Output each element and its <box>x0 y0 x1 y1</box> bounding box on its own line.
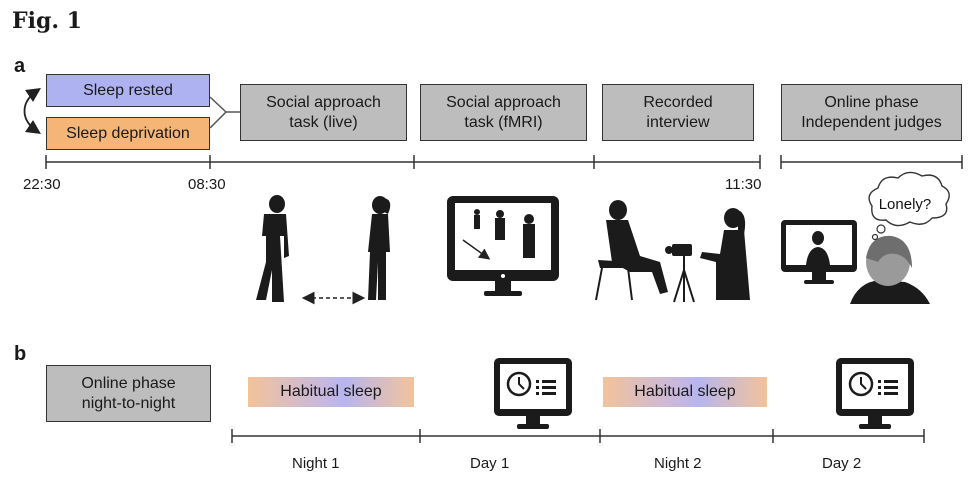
lonely-bubble-text: Lonely? <box>879 196 932 213</box>
recorded-interview-box: Recorded interview <box>602 84 754 141</box>
period-label-day-1: Day 1 <box>470 455 510 472</box>
condition-bracket-icon <box>209 96 240 129</box>
fmri-monitor-icon <box>447 196 559 296</box>
clock-monitor-icon-day-1 <box>494 358 572 429</box>
period-label-day-2: Day 2 <box>822 455 862 472</box>
interview-scene-icon <box>595 200 750 303</box>
swap-arrow-icon <box>23 88 41 134</box>
time-label-1130: 11:30 <box>725 176 762 193</box>
sleep-deprivation-box: Sleep deprivation <box>46 117 210 150</box>
walking-person-icon <box>256 195 289 302</box>
timeline-a <box>45 155 963 169</box>
time-label-0830: 08:30 <box>188 176 226 193</box>
standing-person-icon <box>368 196 391 300</box>
figure-title: Fig. 1 <box>12 8 82 34</box>
habitual-sleep-bar-2: Habitual sleep <box>603 377 767 407</box>
clock-monitor-icon-day-2 <box>836 358 914 429</box>
thought-bubble-icon <box>868 171 950 241</box>
panel-b-letter: b <box>14 343 27 365</box>
time-label-2230: 22:30 <box>23 176 61 193</box>
period-label-night-2: Night 2 <box>654 455 702 472</box>
period-label-night-1: Night 1 <box>292 455 340 472</box>
timeline-b <box>231 429 925 443</box>
online-phase-night-box: Online phase night-to-night <box>46 365 211 422</box>
judge-person-icon <box>850 235 930 304</box>
habitual-sleep-bar-1: Habitual sleep <box>248 377 414 407</box>
panel-a-letter: a <box>14 55 26 77</box>
social-approach-live-box: Social approach task (live) <box>240 84 407 141</box>
sleep-rested-box: Sleep rested <box>46 74 210 107</box>
online-phase-judges-box: Online phase Independent judges <box>781 84 962 141</box>
judge-monitor-icon <box>781 220 857 284</box>
social-approach-fmri-box: Social approach task (fMRI) <box>420 84 587 141</box>
